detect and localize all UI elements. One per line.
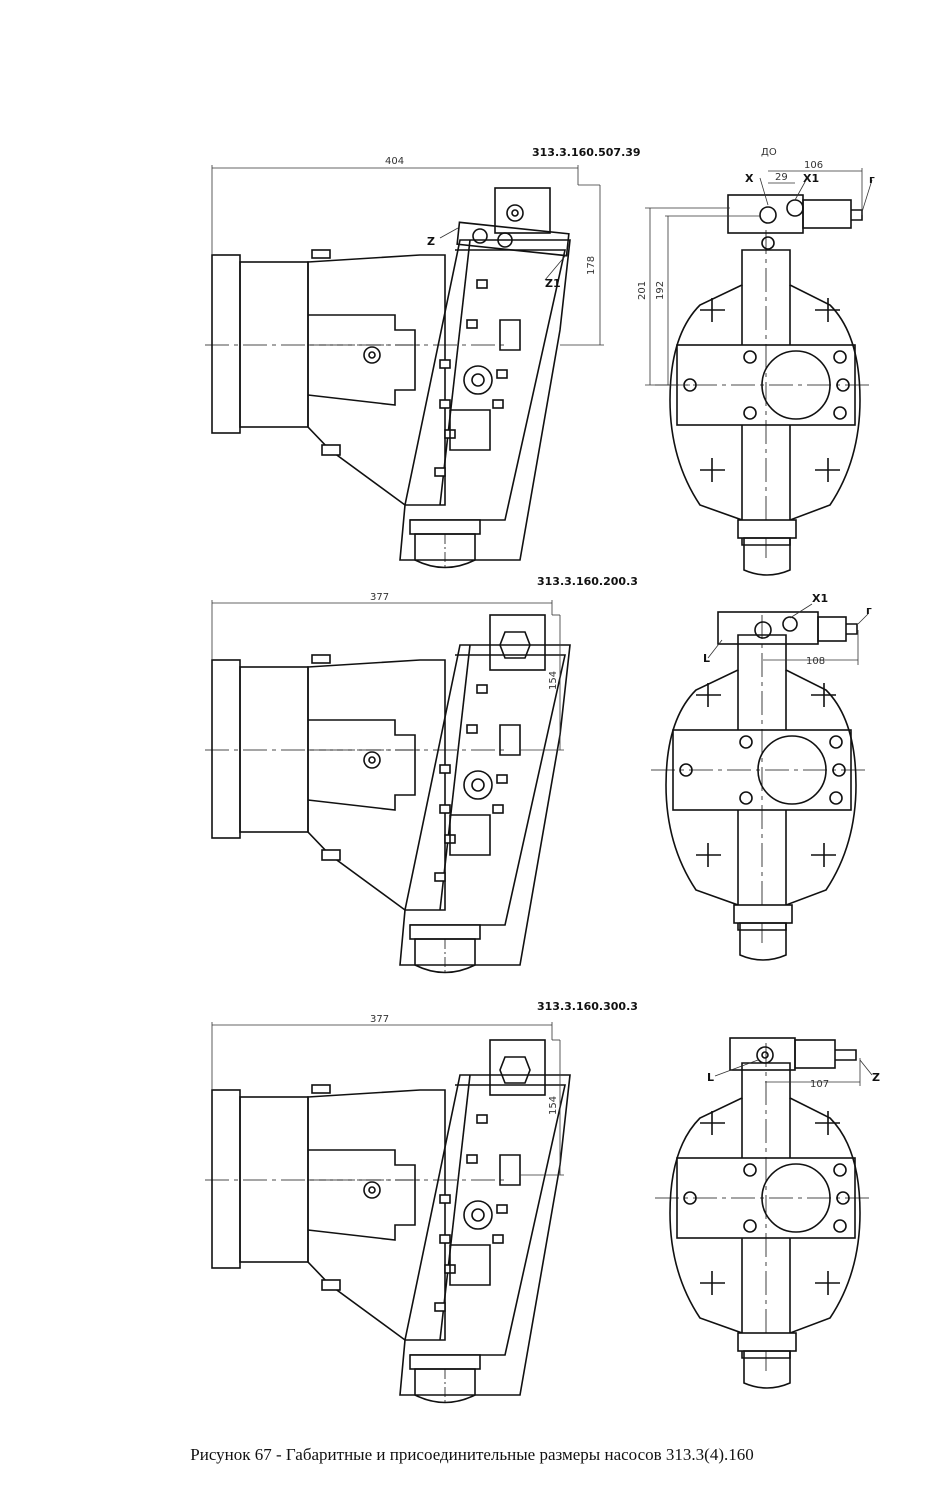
label-x1-1: X1 bbox=[803, 172, 819, 185]
label-g-1: г bbox=[869, 173, 875, 186]
view-2: 313.3.160.200.3 377 154 108 X1 г L bbox=[204, 575, 872, 976]
model-label-3: 313.3.160.300.3 bbox=[537, 1000, 638, 1013]
dim-width-1: 106 bbox=[804, 160, 823, 171]
model-label-1: 313.3.160.507.39 bbox=[532, 146, 641, 159]
side-view-2 bbox=[204, 644, 571, 976]
dim-height-3: 154 bbox=[548, 1096, 559, 1115]
side-valve-1 bbox=[456, 187, 570, 257]
label-z-1: Z bbox=[427, 235, 435, 248]
dim-h1-1: 201 bbox=[637, 281, 648, 300]
label-l-2: L bbox=[703, 652, 710, 665]
side-view-3 bbox=[204, 1074, 571, 1406]
dim-width-2: 108 bbox=[806, 656, 825, 667]
label-x-1: X bbox=[745, 172, 754, 185]
label-l-3: L bbox=[707, 1071, 714, 1084]
dim-length-3: 377 bbox=[370, 1014, 389, 1025]
top-note-1: ДО bbox=[761, 147, 777, 158]
label-z1-1: Z1 bbox=[545, 277, 561, 290]
dim-width-3: 107 bbox=[810, 1079, 829, 1090]
view-3: 313.3.160.300.3 377 154 107 L Z bbox=[204, 1000, 880, 1406]
view-1: 313.3.160.507.39 404 178 ДО 106 29 201 1… bbox=[204, 146, 875, 576]
dim-length-1: 404 bbox=[385, 156, 404, 167]
figure-caption: Рисунок 67 - Габаритные и присоединитель… bbox=[190, 1445, 754, 1464]
model-label-2: 313.3.160.200.3 bbox=[537, 575, 638, 588]
dim-height-1: 178 bbox=[586, 256, 597, 275]
end-view-3 bbox=[654, 1037, 871, 1389]
dim-length-2: 377 bbox=[370, 592, 389, 603]
label-g-2: г bbox=[866, 604, 872, 617]
dim-h2-1: 192 bbox=[655, 281, 666, 300]
label-x1-2: X1 bbox=[812, 592, 828, 605]
dim-height-2: 154 bbox=[548, 671, 559, 690]
side-valve-3 bbox=[489, 1039, 546, 1096]
end-view-2 bbox=[650, 611, 867, 961]
side-valve-2 bbox=[489, 614, 546, 671]
dim-offset-1: 29 bbox=[775, 172, 788, 183]
label-z-3: Z bbox=[872, 1071, 880, 1084]
side-view-1 bbox=[204, 239, 571, 571]
